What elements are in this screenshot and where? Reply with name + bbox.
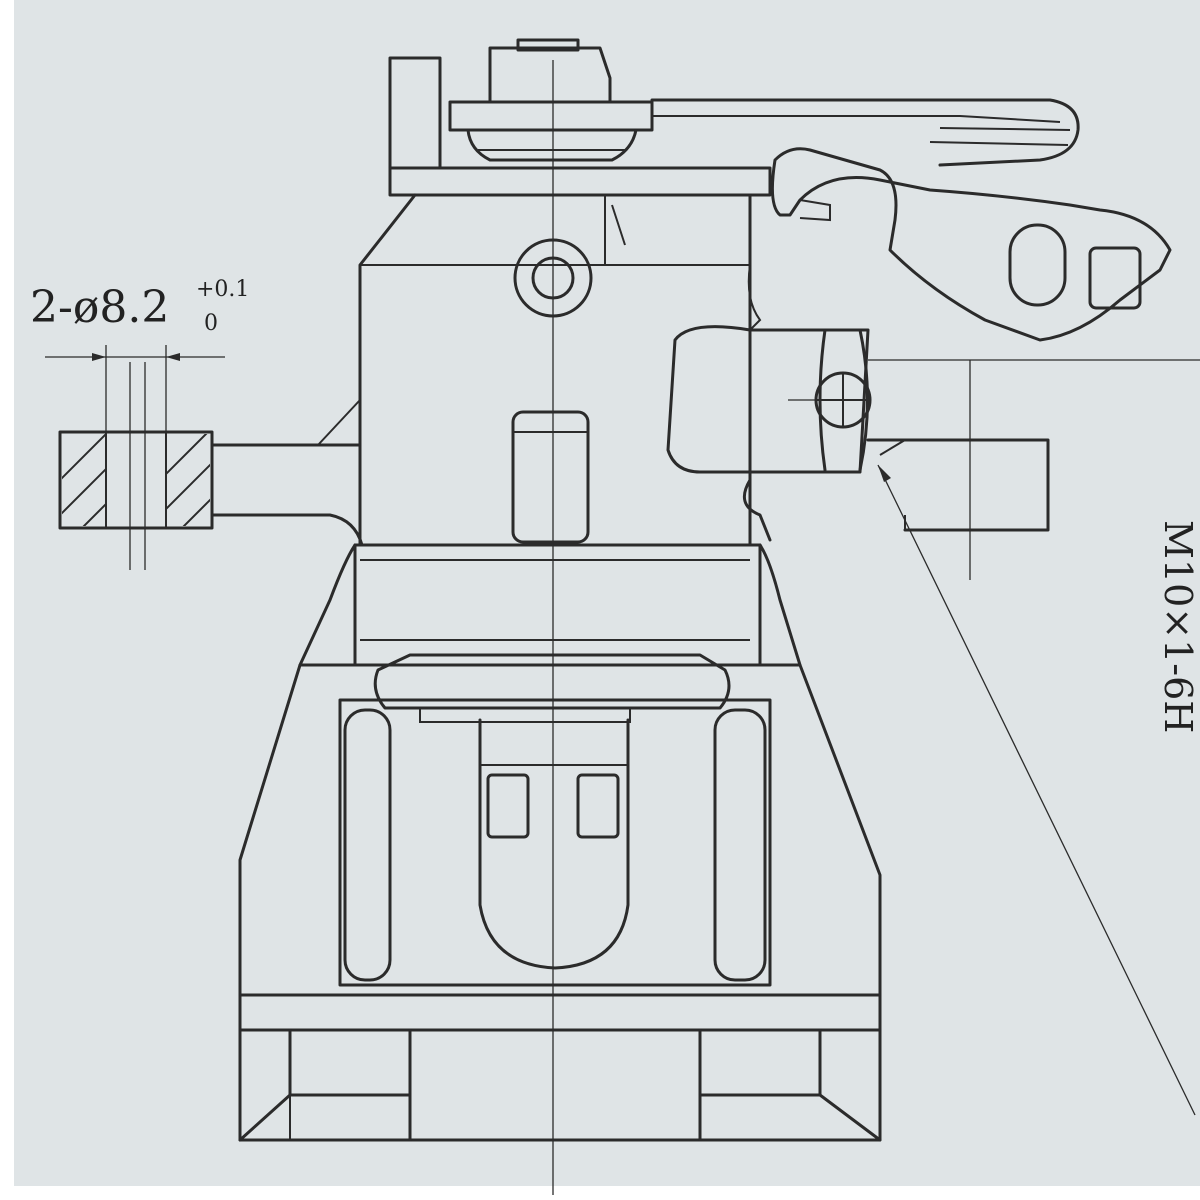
thread-callout-text: M10×1-6H bbox=[1156, 520, 1200, 733]
right-boss bbox=[666, 325, 1200, 1116]
hole-callout-text: 2-ø8.2 bbox=[30, 282, 169, 333]
middle-band bbox=[298, 543, 802, 667]
hole-tolerance-upper: +0.1 bbox=[196, 277, 249, 302]
main-block bbox=[317, 193, 762, 547]
paper-bottom-edge bbox=[0, 1186, 1200, 1200]
left-arm-section bbox=[58, 362, 364, 570]
hole-dimension: 2-ø8.2 +0.1 0 bbox=[30, 277, 249, 432]
paper-left-edge bbox=[0, 0, 14, 1200]
lower-housing bbox=[238, 653, 882, 1142]
top-bracket bbox=[388, 38, 1172, 342]
hole-tolerance-lower: 0 bbox=[204, 311, 218, 336]
